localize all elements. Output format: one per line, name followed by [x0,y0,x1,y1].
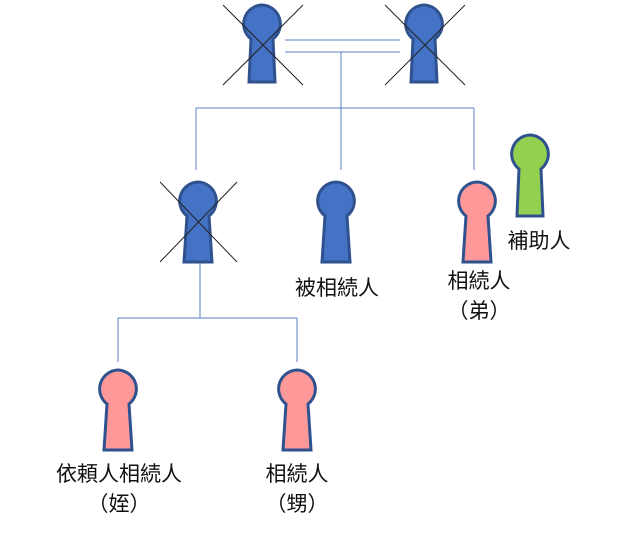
deceased-sibling-figure [159,180,238,264]
assistant-figure [510,133,550,218]
niece-heir-label: 依頼人相続人 [56,462,182,486]
decedent-keyhole-icon [316,180,356,264]
nephew-heir-label: 相続人 [265,462,329,486]
niece-heir-keyhole-icon [98,368,138,452]
father-cross-line-2 [222,4,304,86]
nephew-heir-keyhole-icon [277,368,317,452]
brother-heir-figure [457,180,497,264]
niece-relation-label: （姪） [87,492,151,516]
nephew-heir-figure [277,368,317,452]
mother-cross-line-2 [384,4,466,86]
brother-heir-keyhole-icon [457,180,497,264]
mother-figure [384,3,466,86]
niece-heir-figure [98,368,138,452]
nephew-relation-label: （甥） [265,492,329,516]
connector-lines [117,39,475,362]
brother-heir-label: 相続人 [447,269,511,293]
assistant-keyhole-icon [510,133,550,218]
deceased-sibling-cross-line-2 [159,181,238,263]
assistant-label: 補助人 [507,229,571,253]
father-figure [222,3,304,86]
decedent-figure [316,180,356,264]
decedent-label: 被相続人 [295,276,379,300]
brother-relation-label: （弟） [447,299,511,323]
